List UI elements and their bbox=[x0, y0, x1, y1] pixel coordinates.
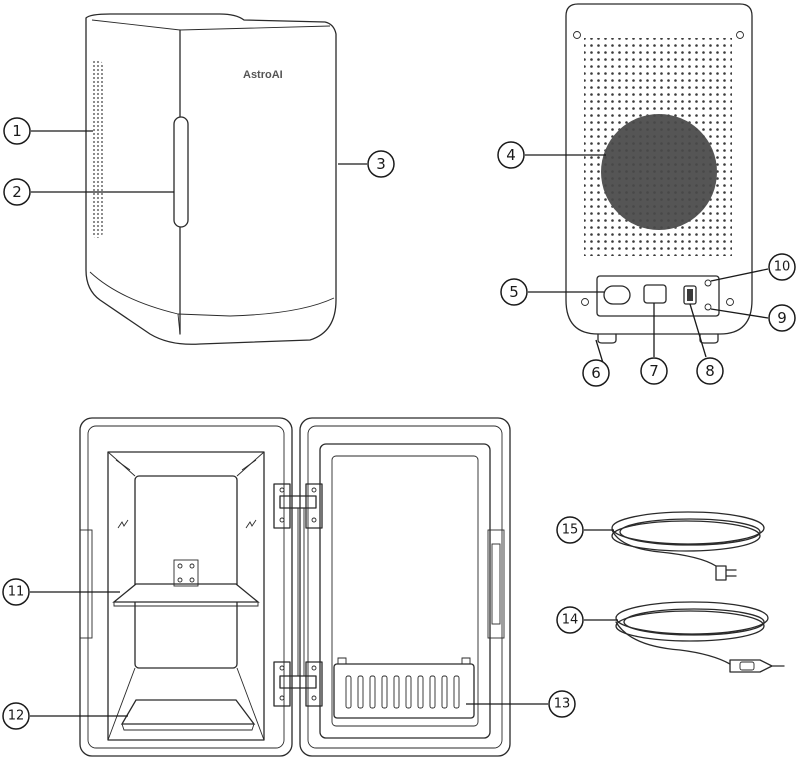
indicator-light-upper bbox=[705, 280, 711, 286]
brand-logo: AstroAI bbox=[243, 69, 283, 81]
fridge-front-view: AstroAI bbox=[86, 14, 336, 344]
callout-3: 3 bbox=[368, 151, 394, 177]
svg-text:9: 9 bbox=[777, 309, 787, 327]
callout-6: 6 bbox=[583, 360, 609, 386]
svg-text:5: 5 bbox=[509, 283, 519, 301]
svg-text:7: 7 bbox=[649, 362, 659, 380]
callout-9: 9 bbox=[769, 305, 795, 331]
callout-1: 1 bbox=[4, 118, 30, 144]
svg-text:6: 6 bbox=[591, 364, 601, 382]
callout-11: 11 bbox=[3, 579, 29, 605]
cabinet-side-handle bbox=[80, 530, 92, 638]
foot-left bbox=[598, 334, 616, 343]
svg-text:10: 10 bbox=[774, 260, 791, 275]
cabinet-back-wall bbox=[135, 476, 237, 668]
callout-7: 7 bbox=[641, 358, 667, 384]
ac-socket bbox=[644, 285, 666, 303]
svg-text:14: 14 bbox=[562, 613, 579, 628]
fridge-open-view bbox=[80, 418, 510, 756]
indicator-light-lower bbox=[705, 304, 711, 310]
foot-right bbox=[700, 334, 718, 343]
control-panel bbox=[597, 276, 719, 316]
callout-2: 2 bbox=[4, 179, 30, 205]
dc-car-cable bbox=[616, 602, 784, 672]
callout-4: 4 bbox=[498, 142, 524, 168]
svg-text:8: 8 bbox=[705, 362, 715, 380]
removable-shelf bbox=[114, 584, 258, 602]
dc-input-port bbox=[604, 286, 630, 304]
side-vent-grille bbox=[91, 60, 103, 238]
callout-14: 14 bbox=[557, 607, 583, 633]
svg-text:12: 12 bbox=[8, 709, 25, 724]
door-storage-bin bbox=[334, 658, 474, 718]
callout-12: 12 bbox=[3, 703, 29, 729]
callout-5: 5 bbox=[501, 279, 527, 305]
svg-text:15: 15 bbox=[562, 523, 579, 538]
svg-text:3: 3 bbox=[376, 155, 386, 173]
svg-text:1: 1 bbox=[12, 122, 22, 140]
svg-text:11: 11 bbox=[8, 585, 25, 600]
ac-plug-icon bbox=[716, 566, 736, 580]
svg-text:13: 13 bbox=[554, 697, 571, 712]
ac-power-cable bbox=[612, 512, 764, 580]
svg-text:2: 2 bbox=[12, 183, 22, 201]
door-handle bbox=[174, 117, 188, 227]
callout-10: 10 bbox=[769, 254, 795, 280]
callout-8: 8 bbox=[697, 358, 723, 384]
svg-text:4: 4 bbox=[506, 146, 516, 164]
shelf-bracket bbox=[174, 560, 198, 586]
bottom-drip-tray bbox=[122, 700, 254, 724]
callout-13: 13 bbox=[549, 691, 575, 717]
callout-15: 15 bbox=[557, 517, 583, 543]
car-plug-icon bbox=[730, 660, 784, 672]
